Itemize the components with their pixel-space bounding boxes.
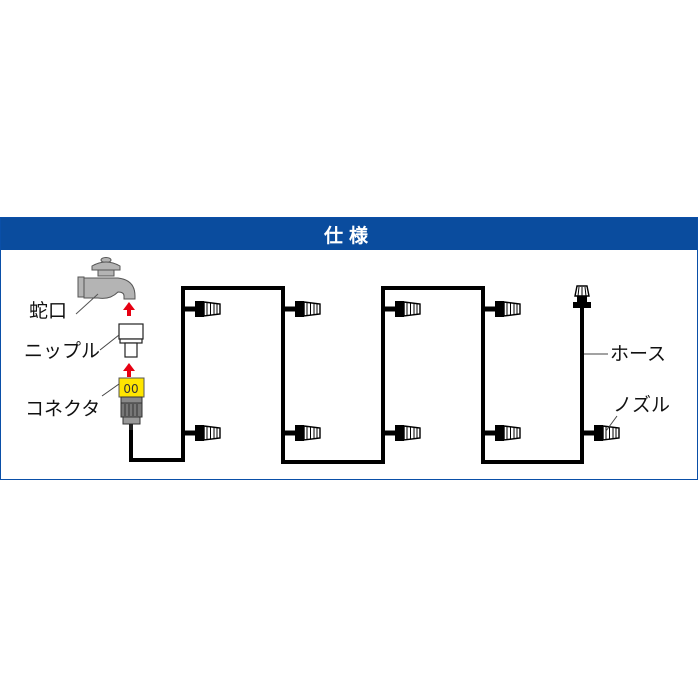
nozzle-icon bbox=[184, 424, 221, 442]
nozzle-icon bbox=[484, 300, 521, 318]
nozzle-leader-line bbox=[605, 415, 618, 432]
arrow-up-icon bbox=[123, 363, 135, 377]
hose-line bbox=[129, 286, 584, 464]
nozzle-icon bbox=[384, 424, 421, 442]
nozzle-icon bbox=[484, 424, 521, 442]
nozzle-icon bbox=[184, 300, 221, 318]
spec-header: 仕様 bbox=[1, 218, 697, 250]
nozzle-icon bbox=[284, 300, 321, 318]
nipple-icon bbox=[99, 323, 144, 358]
nozzle-label: ノズル bbox=[613, 394, 671, 416]
connector-label: コネクタ bbox=[25, 398, 101, 420]
nozzle-icon bbox=[284, 424, 321, 442]
connector-icon: 00 bbox=[101, 377, 145, 430]
faucet-icon bbox=[75, 257, 136, 315]
svg-text:00: 00 bbox=[123, 382, 138, 396]
nozzle-icon bbox=[384, 300, 421, 318]
arrow-up-icon bbox=[123, 302, 135, 316]
end-nozzle-icon bbox=[573, 285, 591, 318]
nozzle-icon bbox=[583, 424, 620, 442]
nipple-label: ニップル bbox=[24, 340, 101, 362]
faucet-label: 蛇口 bbox=[29, 300, 68, 322]
hose-label: ホース bbox=[610, 343, 667, 365]
